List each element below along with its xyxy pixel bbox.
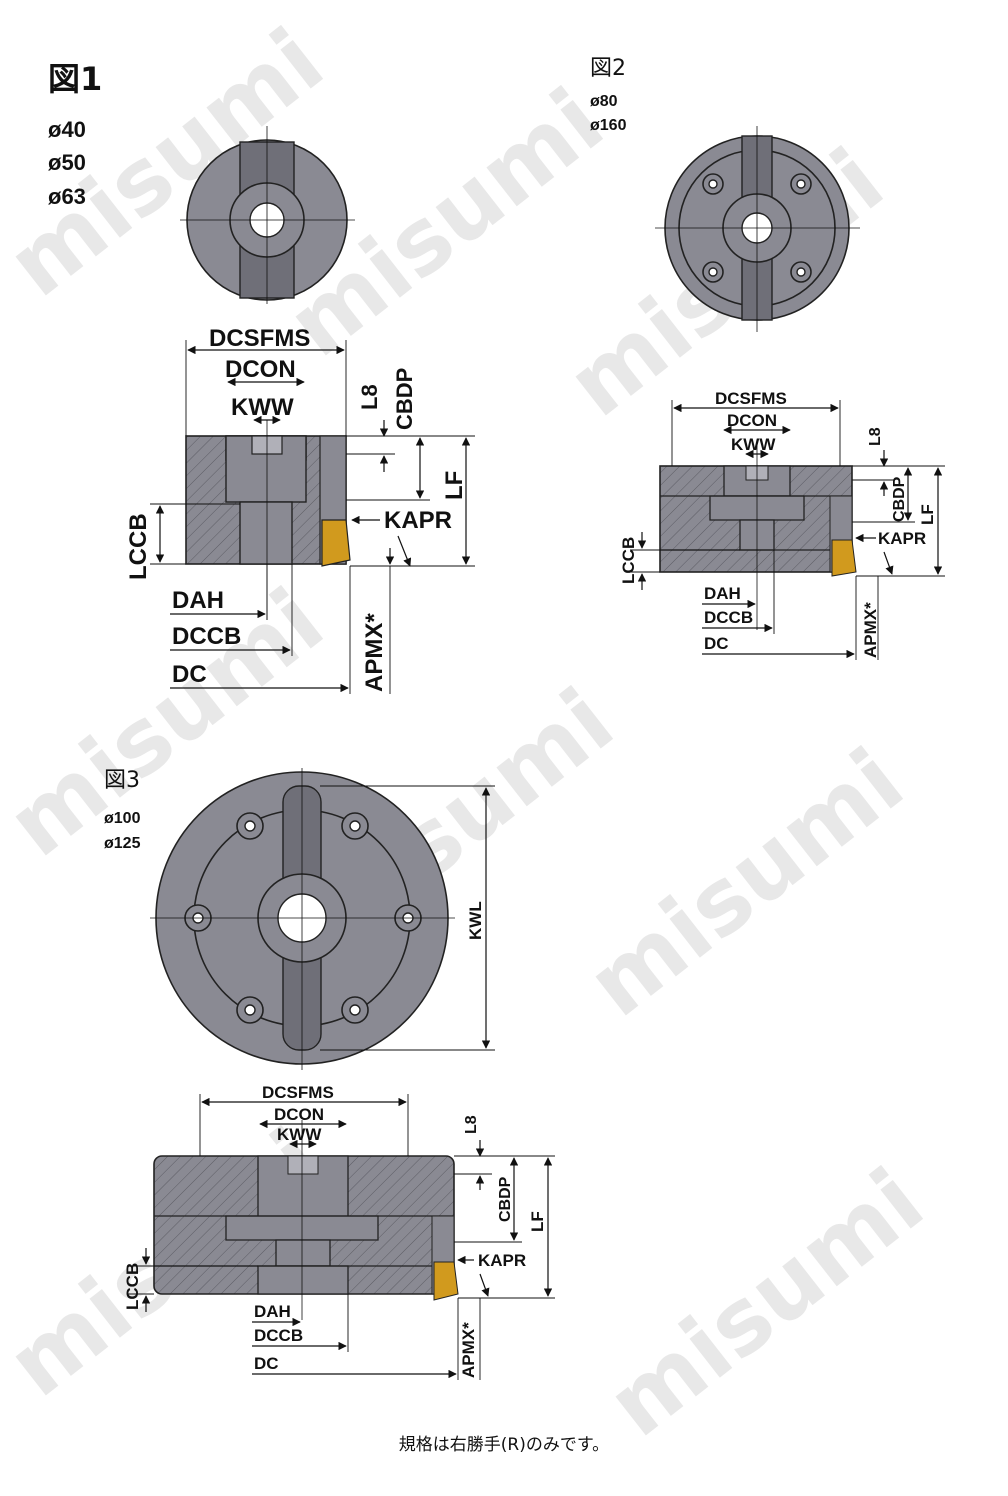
figure-2-size-1: ø80	[590, 93, 618, 110]
figure-3-dim-kwl: KWL	[466, 901, 485, 940]
figure-2-dim-kapr: KAPR	[878, 529, 926, 548]
figure-1-dim-dccb: DCCB	[172, 623, 241, 650]
footnote: 規格は右勝手(R)のみです。	[398, 1435, 610, 1455]
figure-1-dim-lccb: LCCB	[125, 513, 152, 580]
figure-3-dim-dcsfms: DCSFMS	[262, 1083, 334, 1102]
watermark-text: misumi	[589, 1149, 943, 1458]
figure-2-side-view	[659, 440, 857, 630]
figure-1-top-view	[180, 126, 355, 304]
figure-3-dim-lccb: LCCB	[123, 1263, 142, 1310]
figure-3-dim-kww: KWW	[277, 1125, 322, 1144]
figure-2-dim-kww: KWW	[731, 435, 776, 454]
figure-1-dim-kww: KWW	[231, 394, 294, 421]
figure-2-dim-lccb: LCCB	[619, 537, 638, 584]
figure-1: 図1 ø40 ø50 ø63 DCSFMS D	[48, 60, 475, 694]
figure-1-side-view	[185, 420, 351, 620]
figure-2-dim-cbdp: CBDP	[891, 476, 908, 522]
figure-2-top-view	[655, 126, 860, 332]
figure-3-dim-dccb: DCCB	[254, 1326, 303, 1345]
figure-2-dim-apmx: APMX*	[861, 602, 880, 658]
figure-2-size-2: ø160	[590, 117, 627, 134]
figure-1-dim-kapr: KAPR	[384, 507, 452, 534]
figure-2-title: 図2	[590, 56, 626, 81]
figure-1-dim-cbdp: CBDP	[392, 368, 417, 430]
figure-3-side-view	[153, 1120, 459, 1320]
figure-3-size-2: ø125	[104, 835, 141, 852]
figure-2-dim-dc: DC	[704, 634, 729, 653]
figure-3-dim-dah: DAH	[254, 1302, 291, 1321]
figure-1-dim-dc: DC	[172, 661, 207, 688]
figure-3-title: 図3	[104, 768, 140, 793]
figure-2-dim-l8: L8	[867, 427, 884, 446]
figure-1-size-3: ø63	[48, 184, 86, 209]
figure-2-dim-dccb: DCCB	[704, 608, 753, 627]
figure-2-dim-dah: DAH	[704, 584, 741, 603]
figure-1-size-1: ø40	[48, 117, 86, 142]
figure-2-dim-lf: LF	[918, 504, 937, 525]
figure-2-dim-dcsfms: DCSFMS	[715, 389, 787, 408]
figure-1-title: 図1	[48, 60, 102, 98]
figure-3-dim-lf: LF	[528, 1211, 547, 1232]
figure-1-dim-dah: DAH	[172, 587, 224, 614]
figure-3-dim-dc: DC	[254, 1354, 279, 1373]
figure-1-dim-dcon: DCON	[225, 356, 296, 383]
figure-1-dim-l8: L8	[357, 384, 382, 410]
figure-3-size-1: ø100	[104, 810, 141, 827]
watermark-text: misumi	[569, 729, 923, 1038]
figure-1-size-2: ø50	[48, 150, 86, 175]
figure-2: 図2 ø80 ø160	[590, 56, 945, 660]
figure-3-dim-apmx: APMX*	[459, 1322, 478, 1378]
figure-1-dim-dcsfms: DCSFMS	[209, 325, 310, 352]
figure-3: 図3 ø100 ø125 KWL	[104, 768, 555, 1380]
figure-2-dim-dcon: DCON	[727, 411, 777, 430]
figure-3-dim-l8: L8	[463, 1115, 480, 1134]
figure-1-dim-apmx: APMX*	[361, 613, 388, 692]
figure-3-dim-cbdp: CBDP	[497, 1176, 514, 1222]
figure-3-dim-kapr: KAPR	[478, 1251, 526, 1270]
figure-3-top-view	[150, 768, 455, 1070]
figure-1-dim-lf: LF	[441, 471, 468, 500]
figure-3-dim-dcon: DCON	[274, 1105, 324, 1124]
